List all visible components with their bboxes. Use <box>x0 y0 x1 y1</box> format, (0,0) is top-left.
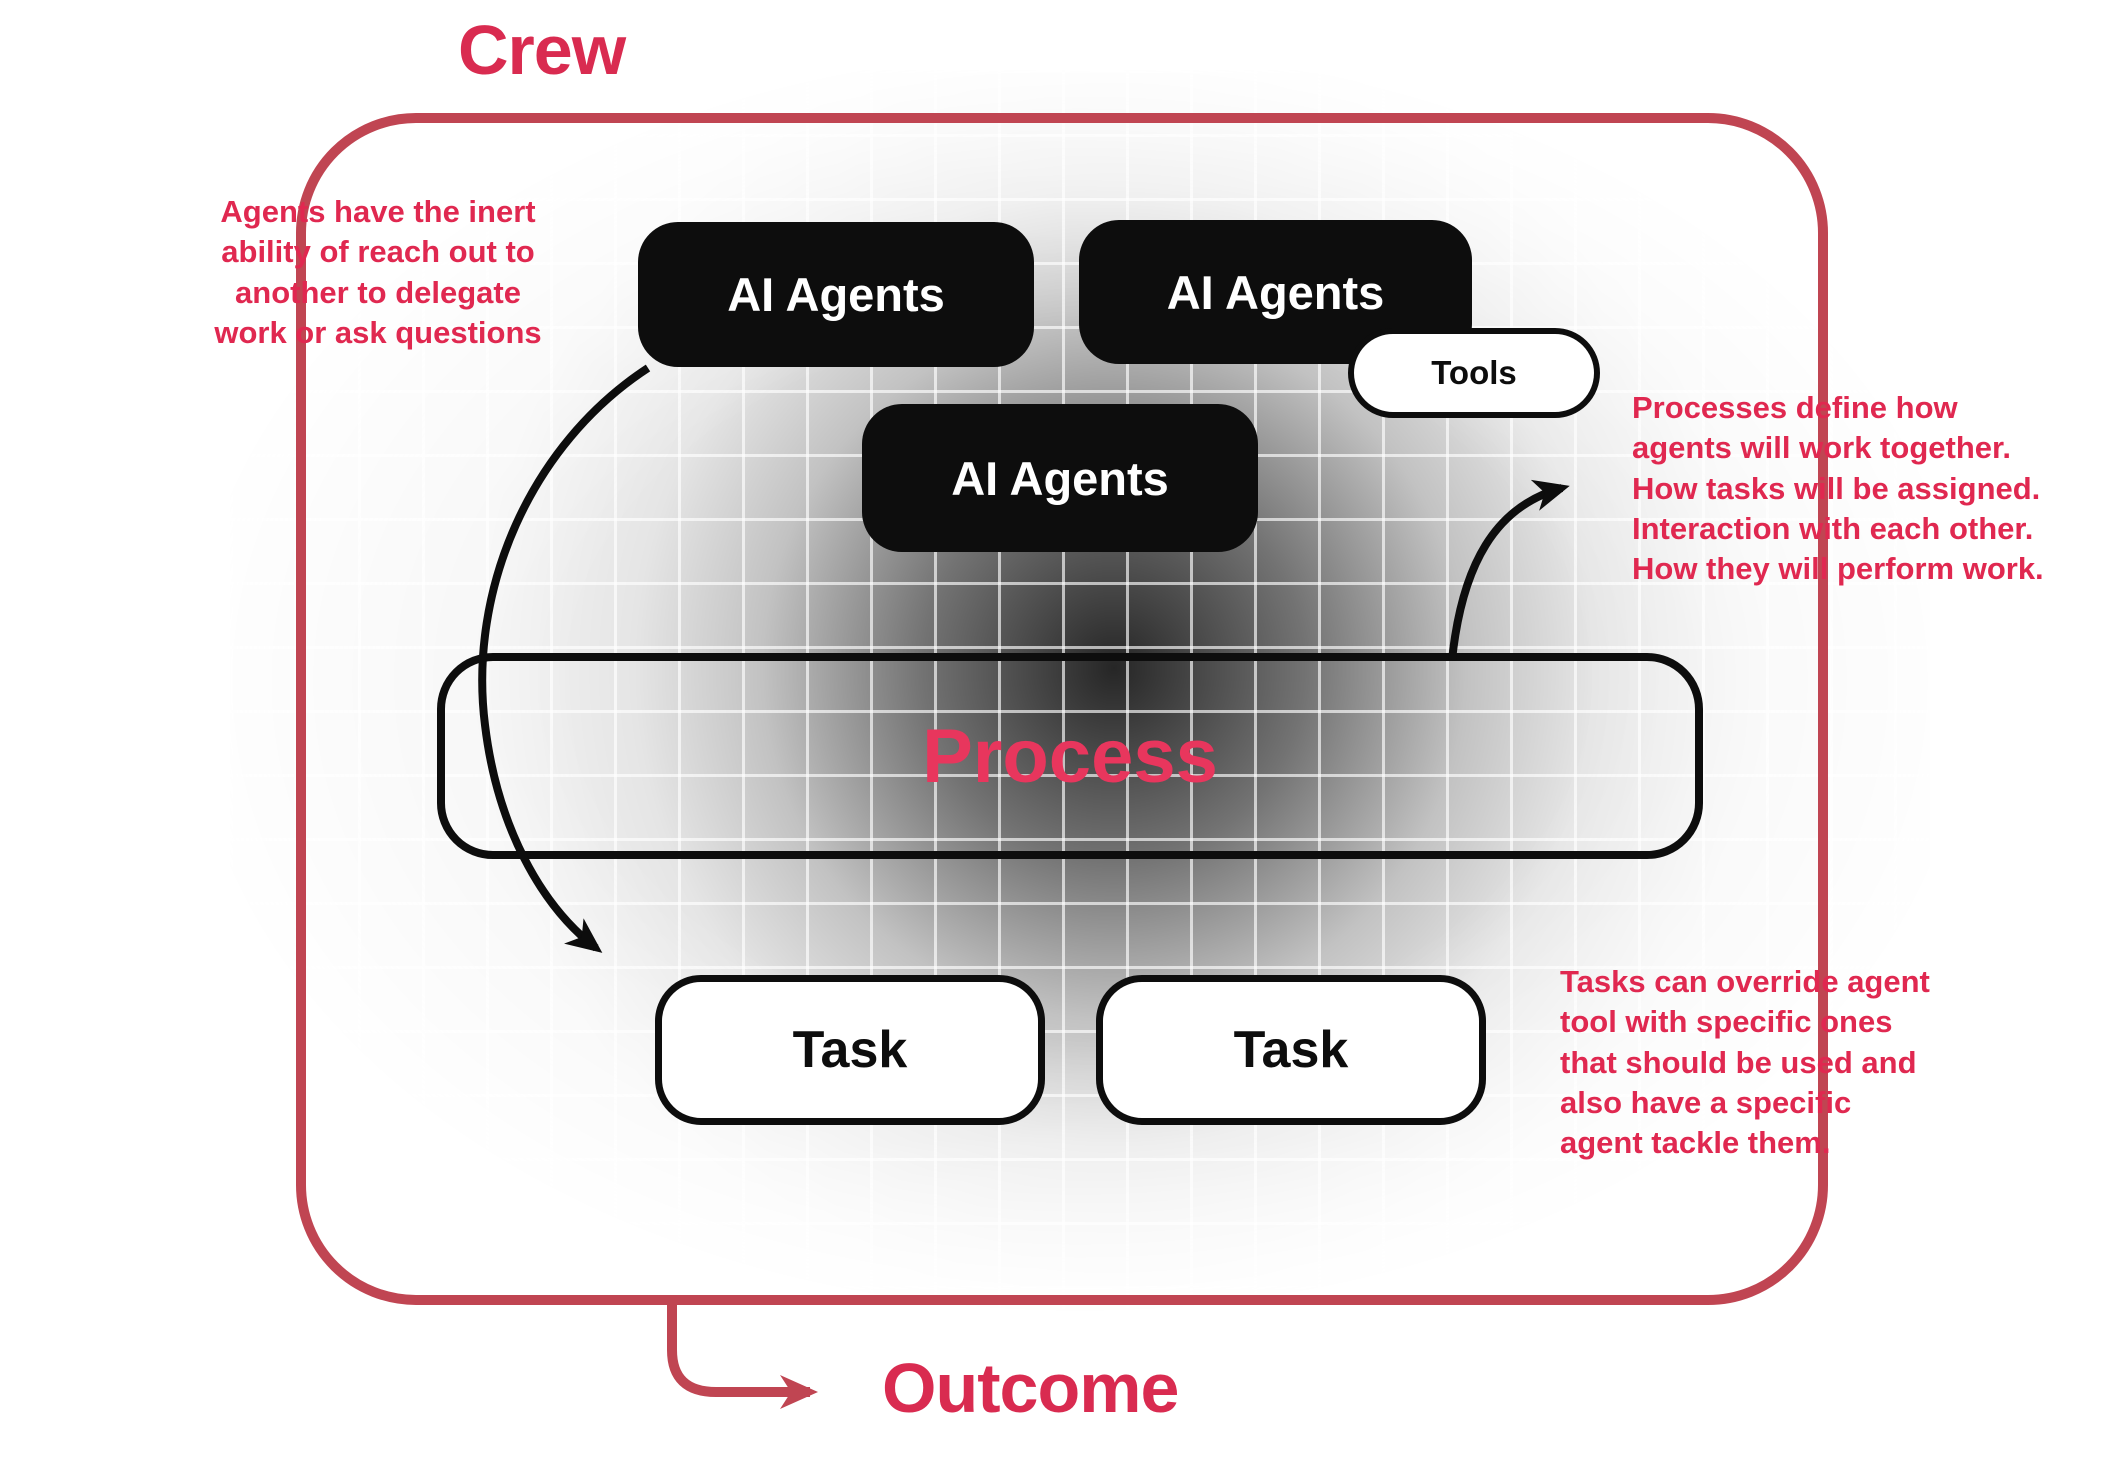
task-box-2: Task <box>1096 975 1486 1125</box>
outcome-label: Outcome <box>882 1349 1179 1427</box>
process-label: Process <box>922 713 1218 799</box>
crew-title: Crew <box>458 11 626 89</box>
annotation-delegation: Agents have the inert ability of reach o… <box>214 194 542 350</box>
ai-agents-box-3: AI Agents <box>862 404 1258 552</box>
annotation-tasks: Tasks can override agent tool with speci… <box>1560 964 1930 1161</box>
crew-boundary <box>296 113 1828 1305</box>
tools-pill: Tools <box>1348 328 1600 418</box>
task-box-1: Task <box>655 975 1045 1125</box>
ai-agents-box-2: AI Agents <box>1079 220 1472 364</box>
ai-agents-box-1: AI Agents <box>638 222 1034 367</box>
annotation-processes: Processes define how agents will work to… <box>1632 390 2044 587</box>
process-box: Process <box>437 653 1703 859</box>
